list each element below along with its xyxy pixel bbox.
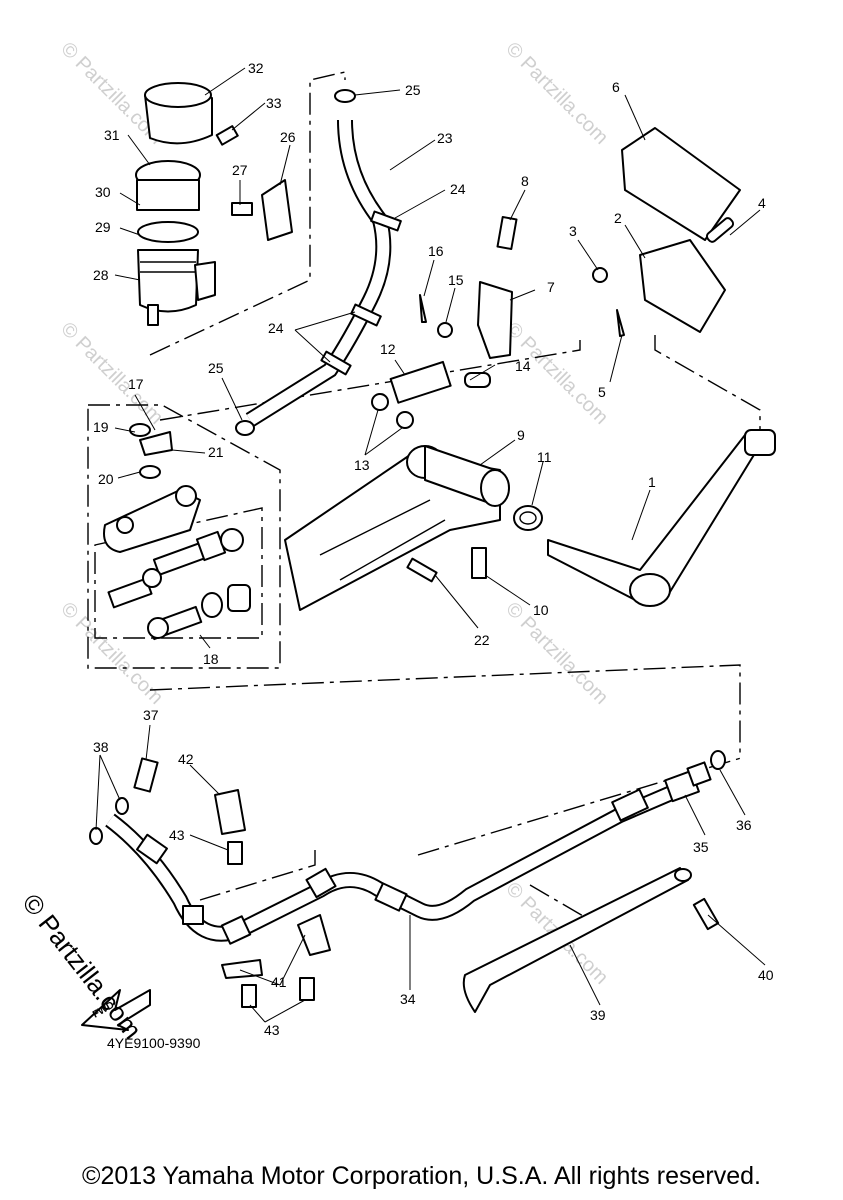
callout-23: 23	[437, 130, 453, 146]
document-code: 4YE9100-9390	[107, 1035, 201, 1051]
callout-43a: 43	[169, 827, 185, 843]
callout-21: 21	[208, 444, 224, 460]
callout-24b: 24	[268, 320, 284, 336]
callout-8: 8	[521, 173, 529, 189]
bolt-22	[406, 557, 438, 583]
reservoir-cap	[144, 82, 213, 145]
pedal-pad-6	[621, 127, 741, 241]
leader-lines	[95, 67, 766, 1023]
callout-40: 40	[758, 967, 774, 983]
callout-7: 7	[547, 279, 555, 295]
bracket-9	[284, 445, 510, 611]
callout-33: 33	[266, 95, 282, 111]
bolt-43a	[227, 841, 243, 865]
watermark: © Partzilla.com	[56, 598, 167, 709]
hose-23	[235, 89, 402, 436]
brake-hose-34	[105, 777, 694, 945]
spring-11	[513, 505, 543, 531]
washer-15	[437, 322, 453, 338]
callout-30: 30	[95, 184, 111, 200]
lever-7	[477, 281, 513, 359]
callout-11: 11	[537, 449, 552, 465]
pin-14	[464, 372, 491, 388]
callout-3: 3	[569, 223, 577, 239]
watermark: © Partzilla.com	[501, 38, 612, 149]
callout-19: 19	[93, 419, 109, 435]
union-bolt-35	[664, 761, 712, 803]
callout-5: 5	[598, 384, 606, 400]
callout-36: 36	[736, 817, 752, 833]
washer-36	[710, 750, 726, 770]
washer-13	[371, 393, 414, 429]
washer-3	[592, 267, 608, 283]
bolt-33	[215, 125, 239, 146]
pedal-bracket-2	[639, 239, 726, 333]
callout-43b: 43	[264, 1022, 280, 1038]
clamp-41	[221, 914, 331, 979]
callout-26: 26	[280, 129, 296, 145]
bolt-37	[133, 757, 159, 793]
bolt-40	[692, 897, 720, 931]
callout-38: 38	[93, 739, 109, 755]
callout-29: 29	[95, 219, 111, 235]
bolt-43b	[241, 977, 315, 1008]
bolt-10	[471, 547, 487, 579]
watermark: © Partzilla.com	[501, 598, 612, 709]
callout-12: 12	[380, 341, 396, 357]
callout-14: 14	[515, 358, 531, 374]
watermark: © Partzilla.com	[56, 318, 167, 429]
callout-32: 32	[248, 60, 264, 76]
piston-kit-18	[107, 528, 251, 641]
bolt-27	[231, 202, 253, 216]
callout-6: 6	[612, 79, 620, 95]
callout-labels: 1 2 3 4 5 6 7 8 9 10 11 12 13 14 15 16 1…	[93, 60, 774, 1038]
bracket-26	[261, 179, 293, 241]
callout-35: 35	[693, 839, 709, 855]
callout-41: 41	[271, 974, 287, 990]
guard-39	[462, 867, 692, 1013]
clamp-42	[214, 789, 246, 835]
reservoir-tank	[135, 160, 216, 326]
callout-16: 16	[428, 243, 444, 259]
cotter-16	[419, 294, 427, 323]
callout-4: 4	[758, 195, 766, 211]
callout-1: 1	[648, 474, 656, 490]
callout-25b: 25	[208, 360, 224, 376]
callout-27: 27	[232, 162, 248, 178]
callout-2: 2	[614, 210, 622, 226]
callout-31: 31	[104, 127, 120, 143]
callout-18: 18	[203, 651, 219, 667]
callout-9: 9	[517, 427, 525, 443]
callout-39: 39	[590, 1007, 606, 1023]
callout-15: 15	[448, 272, 464, 288]
pin-4	[705, 217, 735, 243]
clevis-12	[389, 360, 452, 404]
callout-10: 10	[533, 602, 549, 618]
callout-22: 22	[474, 632, 490, 648]
callout-17: 17	[128, 376, 144, 392]
callout-42: 42	[178, 751, 194, 767]
callout-25a: 25	[405, 82, 421, 98]
callout-20: 20	[98, 471, 114, 487]
brake-pedal-1	[547, 429, 776, 607]
master-cylinder	[103, 423, 201, 553]
callout-13: 13	[354, 457, 370, 473]
callout-37: 37	[143, 707, 159, 723]
copyright-notice: ©2013 Yamaha Motor Corporation, U.S.A. A…	[82, 1162, 761, 1190]
bolt-8	[496, 216, 518, 250]
callout-28: 28	[93, 267, 109, 283]
cotter-5	[616, 309, 625, 337]
callout-24a: 24	[450, 181, 466, 197]
callout-34: 34	[400, 991, 416, 1007]
